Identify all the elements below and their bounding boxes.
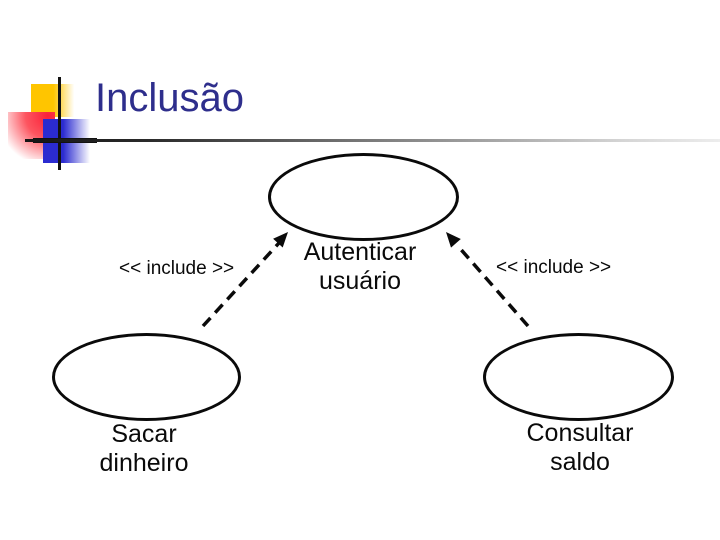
title-underline-rule bbox=[25, 139, 720, 142]
usecase-label-consultar-saldo: Consultar saldo bbox=[480, 419, 680, 477]
page-title: Inclusão bbox=[95, 76, 244, 120]
include-stereotype-label-right: << include >> bbox=[496, 257, 612, 278]
usecase-label-line: usuário bbox=[319, 267, 401, 295]
usecase-label-line: Autenticar bbox=[303, 238, 417, 266]
include-stereotype-label-left: << include >> bbox=[119, 258, 235, 279]
crosshair-vertical-line bbox=[58, 77, 61, 170]
usecase-label-sacar-dinheiro: Sacar dinheiro bbox=[44, 420, 244, 478]
usecase-label-autenticar-usuario: Autenticar usuário bbox=[260, 238, 460, 296]
usecase-ellipse-autenticar-usuario bbox=[268, 153, 459, 241]
usecase-label-line: Consultar bbox=[526, 419, 634, 447]
yellow-accent-square bbox=[31, 84, 76, 117]
usecase-ellipse-sacar-dinheiro bbox=[52, 333, 241, 421]
usecase-label-line: saldo bbox=[550, 448, 610, 476]
usecase-ellipse-consultar-saldo bbox=[483, 333, 674, 421]
usecase-label-line: dinheiro bbox=[99, 449, 189, 477]
usecase-label-line: Sacar bbox=[111, 420, 177, 448]
